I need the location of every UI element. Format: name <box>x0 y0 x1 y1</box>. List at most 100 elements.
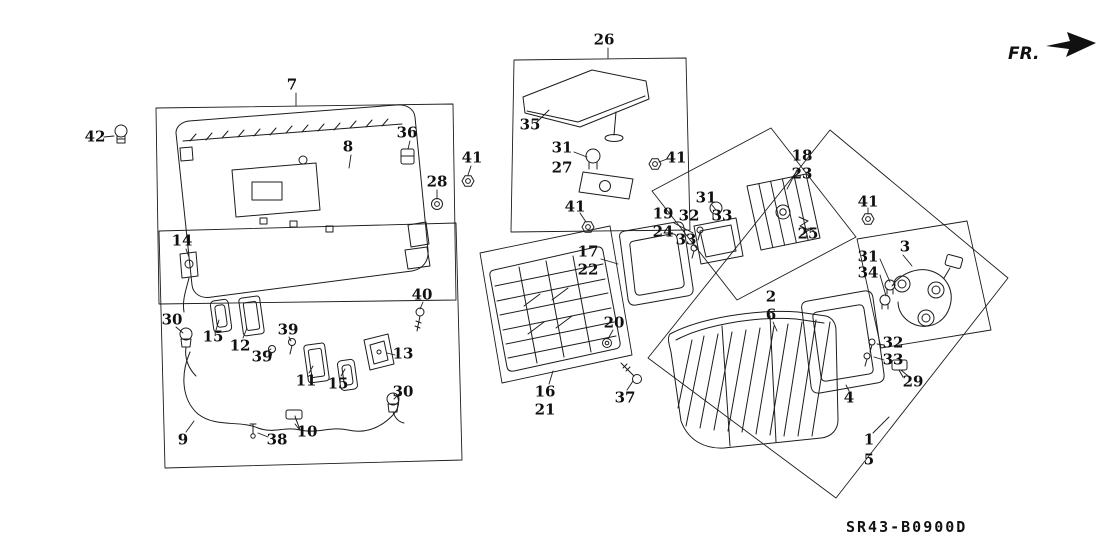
part-bulb-42 <box>114 124 128 144</box>
part-gasket-4 <box>801 290 885 394</box>
part-callout-21: 21 <box>534 400 556 419</box>
part-callout-35: 35 <box>519 115 541 134</box>
part-rear-combination-lamp-2-6 <box>667 310 839 449</box>
part-high-mount-stop-light-35 <box>522 69 650 142</box>
part-taillight-lens-16-21 <box>489 246 621 372</box>
part-callout-22: 22 <box>577 260 599 279</box>
part-screw-32-right <box>868 338 876 353</box>
box-backup-light <box>651 127 857 301</box>
part-callout-10: 10 <box>296 422 318 441</box>
part-washer-28 <box>431 198 443 210</box>
part-connector-29 <box>891 359 908 378</box>
part-callout-20: 20 <box>603 313 625 332</box>
part-callout-3: 3 <box>899 237 911 256</box>
part-callout-13: 13 <box>392 344 414 363</box>
part-callout-40: 40 <box>411 285 433 304</box>
part-grommet-20 <box>602 338 612 348</box>
part-callout-38: 38 <box>266 430 288 449</box>
front-direction-label: FR. <box>1008 44 1040 64</box>
part-callout-33: 33 <box>711 206 733 225</box>
part-callout-30: 30 <box>161 310 183 329</box>
part-callout-29: 29 <box>902 372 924 391</box>
part-callout-42: 42 <box>84 127 106 146</box>
part-callout-34: 34 <box>857 263 879 282</box>
part-callout-41: 41 <box>665 148 687 167</box>
part-callout-19: 19 <box>652 204 674 223</box>
part-callout-11: 11 <box>295 371 317 390</box>
part-screw-32-backup <box>696 226 704 241</box>
part-seal-17-22 <box>619 221 694 306</box>
part-trunk-garnish <box>175 104 431 298</box>
part-callout-25: 25 <box>797 224 819 243</box>
part-callout-33: 33 <box>882 350 904 369</box>
box-socket-harness <box>856 220 992 349</box>
part-callout-16: 16 <box>534 382 556 401</box>
part-gasket-15-a <box>209 298 233 334</box>
part-callout-31: 31 <box>695 188 717 207</box>
part-clip-38 <box>249 423 257 439</box>
box-harness-group <box>158 222 463 469</box>
part-callout-7: 7 <box>286 75 298 94</box>
part-bulb-34 <box>879 294 891 310</box>
part-callout-5: 5 <box>863 450 875 469</box>
part-callout-39: 39 <box>251 347 273 366</box>
part-callout-15: 15 <box>202 327 224 346</box>
part-socket-14 <box>179 251 199 313</box>
part-callout-32: 32 <box>678 206 700 225</box>
part-callout-9: 9 <box>177 430 189 449</box>
part-bulb-31-backup <box>709 201 723 220</box>
part-bulb-socket-27-31 <box>578 148 634 200</box>
part-callout-14: 14 <box>171 231 193 250</box>
part-backup-light-housing-19-24 <box>693 217 744 265</box>
part-callout-23: 23 <box>791 164 813 183</box>
part-socket-harness-3 <box>891 254 964 327</box>
part-callout-2: 2 <box>765 287 777 306</box>
callout-leader-lines <box>103 47 913 438</box>
part-callout-24: 24 <box>652 222 674 241</box>
fr-arrow <box>1046 32 1096 57</box>
part-nut-41-c <box>581 221 595 233</box>
part-callout-37: 37 <box>614 388 636 407</box>
part-callout-8: 8 <box>342 137 354 156</box>
part-lens-11 <box>303 342 330 384</box>
part-backup-light-unit-18-23 <box>746 173 821 251</box>
part-screw-39-a <box>288 338 296 355</box>
part-callout-31: 31 <box>551 138 573 157</box>
part-callout-26: 26 <box>593 30 615 49</box>
part-callout-30: 30 <box>392 382 414 401</box>
part-callout-17: 17 <box>577 242 599 261</box>
diagram-code: SR43-B0900D <box>846 518 968 536</box>
part-nut-41-a <box>461 175 475 187</box>
box-rear-combination-light <box>647 129 1009 499</box>
part-callout-1: 1 <box>863 430 875 449</box>
part-callout-41: 41 <box>857 192 879 211</box>
part-callout-28: 28 <box>426 172 448 191</box>
part-callout-27: 27 <box>551 158 573 177</box>
part-clip-36 <box>400 148 415 165</box>
part-screw-33-backup <box>690 244 698 259</box>
part-lens-12 <box>238 295 265 337</box>
part-bolt-40 <box>414 307 425 332</box>
box-taillight-lens <box>479 225 633 384</box>
part-callout-41: 41 <box>461 148 483 167</box>
part-callout-32: 32 <box>882 333 904 352</box>
part-callout-6: 6 <box>765 305 777 324</box>
part-nut-41-b <box>648 158 662 170</box>
part-bulb-socket-30-b <box>386 392 405 424</box>
part-wire-harness-9 <box>183 351 400 432</box>
part-nut-41-d <box>861 213 875 225</box>
part-callout-41: 41 <box>564 197 586 216</box>
part-clip-25 <box>798 216 810 236</box>
part-callout-18: 18 <box>791 146 813 165</box>
part-bulb-31-right <box>884 279 896 295</box>
part-bulb-socket-30-a <box>179 327 197 377</box>
part-callout-15: 15 <box>327 374 349 393</box>
part-callout-39: 39 <box>277 320 299 339</box>
part-screw-33-right <box>863 352 871 367</box>
part-callout-33: 33 <box>675 230 697 249</box>
part-screw-39-b <box>268 345 276 361</box>
part-callout-12: 12 <box>229 336 251 355</box>
part-callout-36: 36 <box>396 123 418 142</box>
